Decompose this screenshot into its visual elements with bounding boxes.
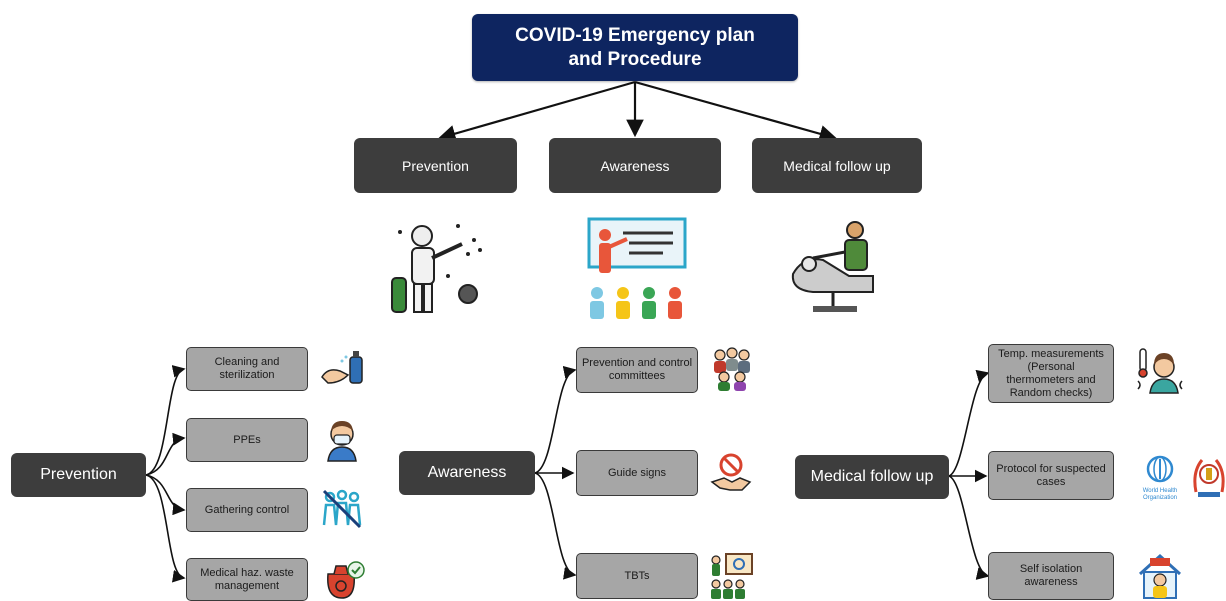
stay-home-icon [1138, 553, 1182, 599]
item-guide-signs: Guide signs [576, 450, 698, 496]
item-cleaning-sterilization: Cleaning and sterilization [186, 347, 308, 391]
who-logo: World Health Organization [1140, 455, 1180, 501]
category-prevention: Prevention [354, 138, 517, 193]
medical-waste-bag-icon [327, 561, 365, 599]
no-handshake-icon [710, 453, 752, 491]
plan-title: COVID-19 Emergency plan and Procedure [472, 14, 798, 81]
presentation-audience-icon [587, 217, 687, 319]
category-medical-follow-up: Medical follow up [752, 138, 922, 193]
plan-title-line2: and Procedure [568, 48, 702, 70]
toolbox-talk-icon [711, 553, 753, 599]
category-awareness: Awareness [549, 138, 721, 193]
who-emblem-icon [1146, 455, 1174, 483]
ministry-of-health-logo-icon [1193, 459, 1225, 497]
item-ppes: PPEs [186, 418, 308, 462]
item-temp-measurements: Temp. measurements (Personal thermometer… [988, 344, 1114, 403]
face-mask-person-icon [327, 421, 357, 462]
medical-checkup-icon [791, 221, 874, 312]
item-self-isolation-awareness: Self isolation awareness [988, 552, 1114, 600]
group-prevention: Prevention [11, 453, 146, 497]
disinfection-worker-icon [391, 224, 482, 313]
plan-title-line1: COVID-19 Emergency plan [515, 24, 755, 46]
fever-thermometer-icon [1137, 348, 1183, 394]
item-tbts: TBTs [576, 553, 698, 599]
group-awareness: Awareness [399, 451, 535, 495]
item-medical-waste-management: Medical haz. waste management [186, 558, 308, 601]
item-suspected-cases-protocol: Protocol for suspected cases [988, 451, 1114, 500]
who-logo-text: World Health Organization [1142, 488, 1178, 501]
group-medical-follow-up: Medical follow up [795, 455, 949, 499]
committee-group-icon [714, 347, 750, 391]
hand-sanitizer-icon [321, 351, 363, 384]
item-gathering-control: Gathering control [186, 488, 308, 532]
item-prevention-control-committees: Prevention and control committees [576, 347, 698, 393]
no-gathering-icon [322, 489, 362, 529]
